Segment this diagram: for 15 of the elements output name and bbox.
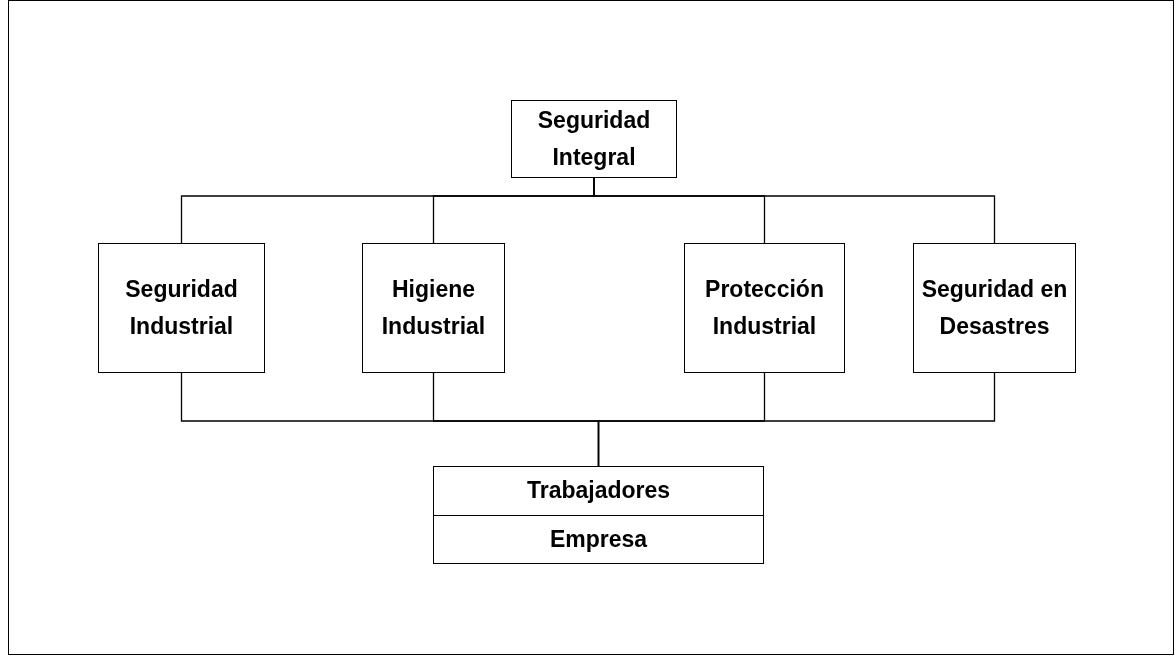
org-box <box>684 243 845 373</box>
box-label: Empresa <box>549 524 648 554</box>
org-box <box>98 243 265 373</box>
org-box <box>433 466 764 564</box>
box-label: Protección Industrial <box>704 275 825 341</box>
box-label: Seguridad Industrial <box>124 275 239 341</box>
box-label: Trabajadores <box>526 476 671 506</box>
box-label: Seguridad Integral <box>536 106 652 172</box>
org-box <box>913 243 1076 373</box>
box-label: Higiene Industrial <box>380 275 487 341</box>
org-box <box>362 243 505 373</box>
connector-line <box>597 372 996 467</box>
org-box <box>511 100 677 178</box>
box-label: Seguridad en Desastres <box>920 275 1069 341</box>
connector-line <box>593 177 996 244</box>
